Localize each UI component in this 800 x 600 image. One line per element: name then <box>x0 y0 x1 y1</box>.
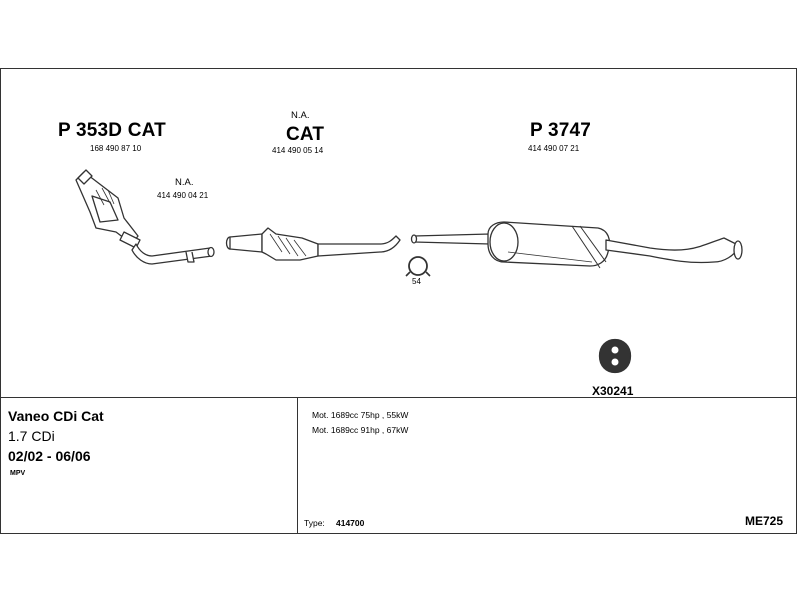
part-number-front-cat: 168 490 87 10 <box>90 144 142 153</box>
motor-line-2: Mot. 1689cc 91hp , 67kW <box>312 425 409 435</box>
part-label-rear: P 3747 <box>530 120 592 141</box>
system-code: ME725 <box>745 514 784 528</box>
rear-muffler-icon[interactable] <box>410 221 743 269</box>
part-number-rear: 414 490 07 21 <box>528 144 580 153</box>
diagram-frame <box>0 68 797 534</box>
part-number-pipe: 414 490 04 21 <box>157 191 209 200</box>
clamp-icon[interactable] <box>405 256 431 277</box>
motor-line-1: Mot. 1689cc 75hp , 55kW <box>312 410 409 420</box>
divider-horizontal <box>1 397 796 398</box>
part-status-mid-cat: N.A. <box>291 110 310 121</box>
part-label-mount: X30241 <box>592 384 634 398</box>
vehicle-years: 02/02 - 06/06 <box>8 448 91 464</box>
front-pipe-icon[interactable] <box>131 243 215 265</box>
type-value: 414700 <box>336 518 365 528</box>
vehicle-body: MPV <box>10 470 26 477</box>
divider-vertical <box>297 397 298 534</box>
vehicle-engine: 1.7 CDi <box>8 428 55 444</box>
rubber-mount-icon[interactable] <box>598 338 632 374</box>
catalytic-converter-front-icon[interactable] <box>75 169 141 249</box>
part-number-mid-cat: 414 490 05 14 <box>272 146 324 155</box>
catalytic-converter-middle-icon[interactable] <box>225 227 401 261</box>
part-label-mid-cat: CAT <box>286 124 325 145</box>
part-number-clamp: 54 <box>412 277 421 286</box>
part-label-front-cat: P 353D CAT <box>58 120 166 141</box>
type-label: Type: <box>304 518 325 528</box>
vehicle-name: Vaneo CDi Cat <box>8 408 104 424</box>
part-status-pipe: N.A. <box>175 177 194 188</box>
